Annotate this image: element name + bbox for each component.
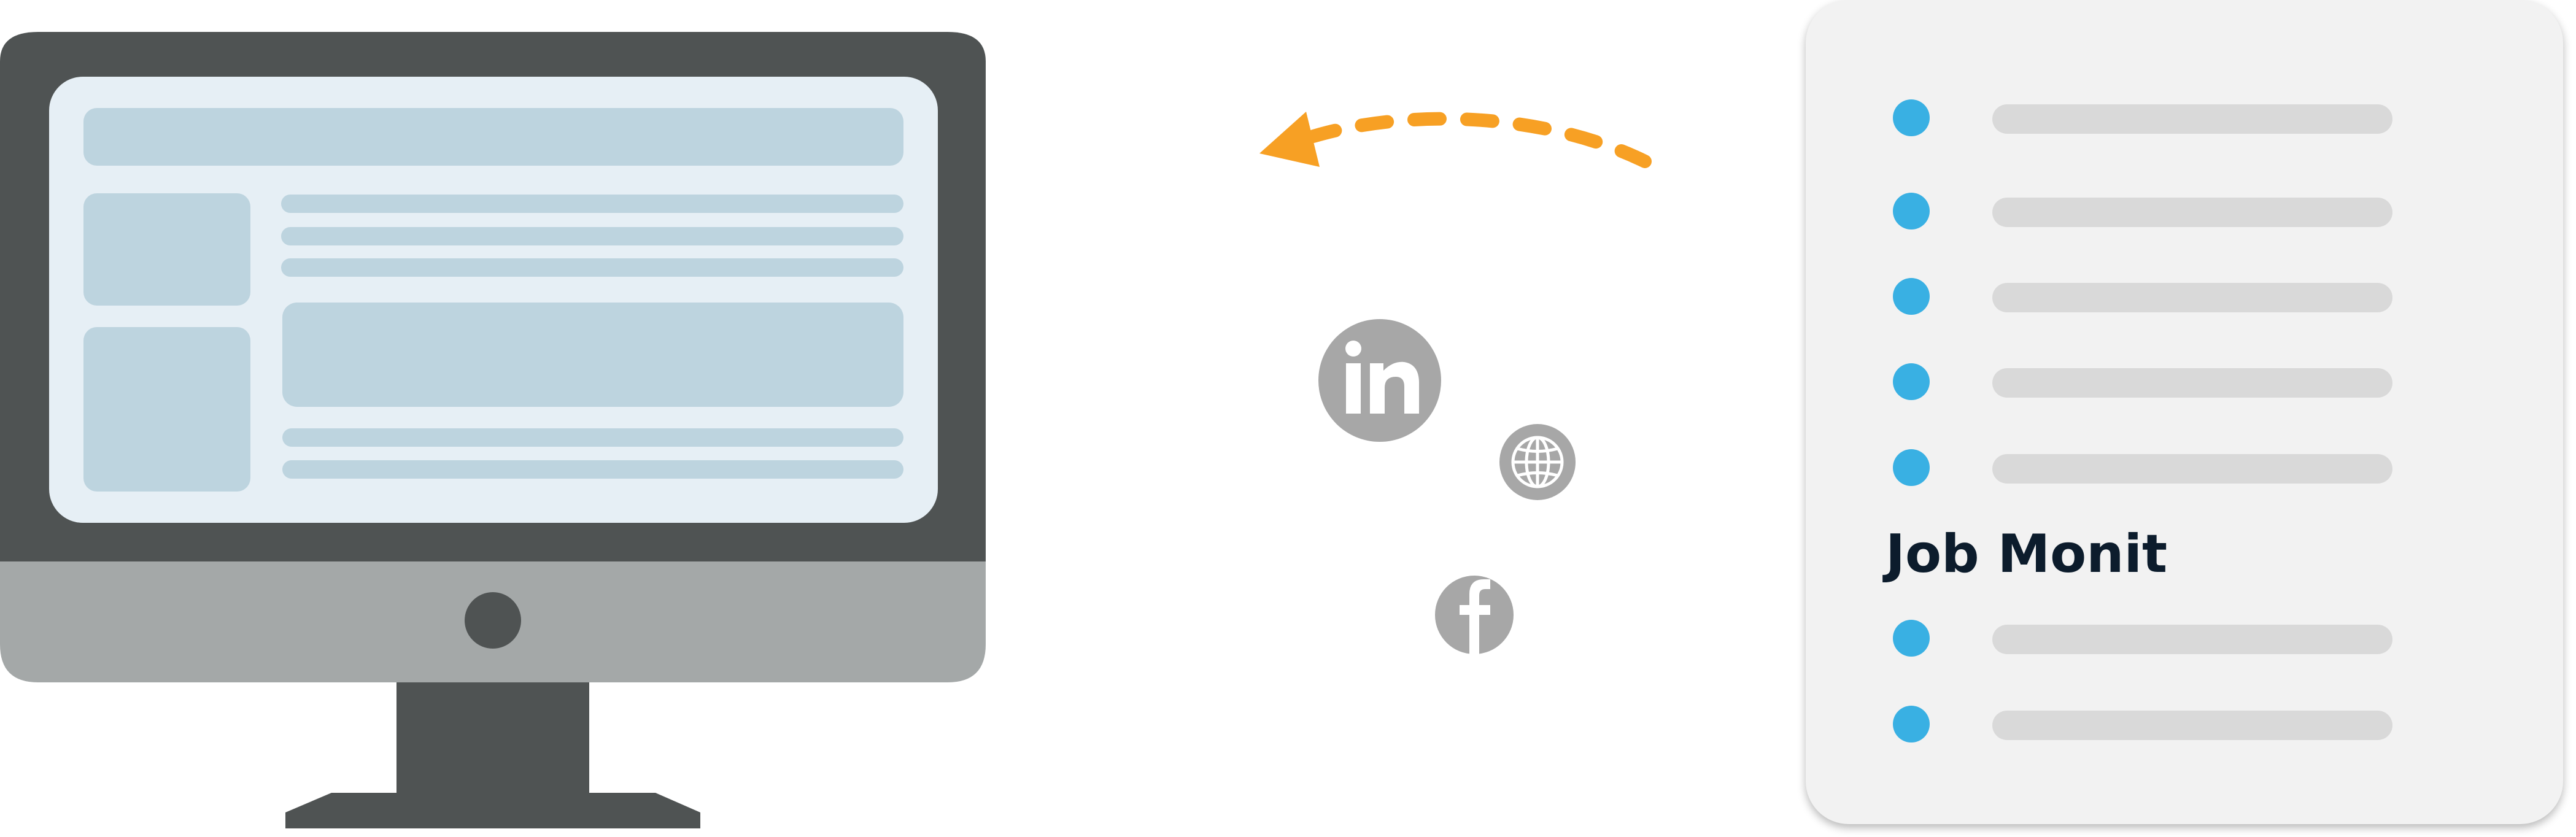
list-item xyxy=(1806,449,2563,486)
placeholder-bar xyxy=(1992,104,2392,134)
job-monit-label: Job Monit xyxy=(1886,523,2168,585)
monitor-stand-base xyxy=(285,793,700,828)
screen-content-block xyxy=(282,303,903,407)
screen-header-block xyxy=(83,108,903,166)
desktop-monitor-icon xyxy=(0,32,986,828)
placeholder-bar xyxy=(1992,283,2392,312)
bullet-dot xyxy=(1893,99,1930,136)
linkedin-icon xyxy=(1318,319,1441,442)
screen-text-line xyxy=(281,227,903,245)
bullet-dot xyxy=(1893,449,1930,486)
screen-text-line xyxy=(281,195,903,213)
placeholder-bar xyxy=(1992,711,2392,740)
list-item xyxy=(1806,99,2563,136)
curved-dashed-arrow xyxy=(1259,112,1652,168)
placeholder-bar xyxy=(1992,454,2392,484)
bullet-dot xyxy=(1893,193,1930,230)
screen-thumb-block xyxy=(83,327,250,492)
screen-text-line xyxy=(282,460,903,479)
globe-icon xyxy=(1499,424,1576,500)
bullet-dot xyxy=(1893,278,1930,315)
facebook-icon xyxy=(1435,576,1514,654)
list-item xyxy=(1806,706,2563,742)
placeholder-bar xyxy=(1992,368,2392,398)
screen-thumb-block xyxy=(83,193,250,306)
placeholder-bar xyxy=(1992,625,2392,654)
list-item xyxy=(1806,193,2563,230)
screen-text-line xyxy=(281,258,903,277)
arrow-dashed-curve xyxy=(1307,112,1652,168)
list-item xyxy=(1806,620,2563,657)
monitor-power-button xyxy=(465,592,521,649)
monitor-stand-neck xyxy=(396,682,589,793)
list-item xyxy=(1806,363,2563,400)
placeholder-bar xyxy=(1992,198,2392,227)
screen-text-line xyxy=(282,428,903,447)
bullet-dot xyxy=(1893,620,1930,657)
list-item xyxy=(1806,278,2563,315)
bullet-dot xyxy=(1893,363,1930,400)
monitor-screen xyxy=(49,77,938,523)
bullet-dot xyxy=(1893,706,1930,742)
arrow-head xyxy=(1259,112,1320,167)
job-list-panel: Job Monit xyxy=(1806,0,2563,824)
